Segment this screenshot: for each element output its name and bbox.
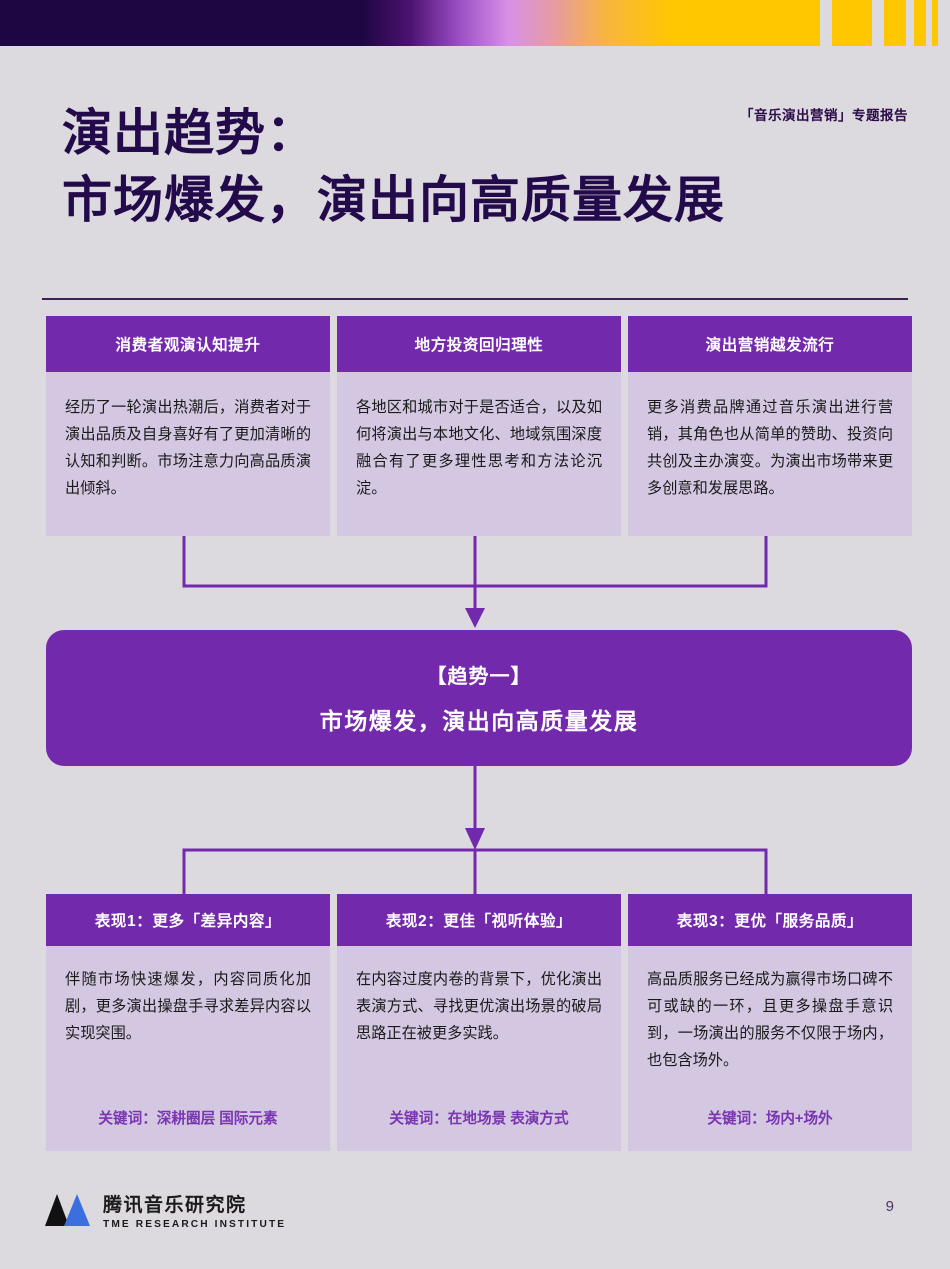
bottom-card-3-body: 高品质服务已经成为赢得市场口碑不可或缺的一环，且更多操盘手意识到，一场演出的服务…	[628, 946, 912, 1151]
top-card-3: 演出营销越发流行 更多消费品牌通过音乐演出进行营销，其角色也从简单的赞助、投资向…	[628, 316, 912, 536]
title-divider	[42, 298, 908, 300]
bottom-card-3: 表现3：更优「服务品质」 高品质服务已经成为赢得市场口碑不可或缺的一环，且更多操…	[628, 894, 912, 1151]
page-title: 演出趋势： 市场爆发，演出向高质量发展	[62, 105, 725, 228]
top-card-3-body: 更多消费品牌通过音乐演出进行营销，其角色也从简单的赞助、投资向共创及主办演变。为…	[628, 372, 912, 536]
footer-logo: 腾讯音乐研究院 TME RESEARCH INSTITUTE	[44, 1190, 286, 1230]
tme-logo-icon	[45, 1194, 90, 1226]
bottom-card-3-text: 高品质服务已经成为赢得市场口碑不可或缺的一环，且更多操盘手意识到，一场演出的服务…	[647, 971, 893, 1070]
gradient-band	[0, 0, 820, 46]
bottom-card-1: 表现1：更多「差异内容」 伴随市场快速爆发，内容同质化加剧，更多演出操盘手寻求差…	[46, 894, 330, 1151]
top-card-2-title: 地方投资回归理性	[337, 316, 621, 372]
page-number: 9	[885, 1198, 894, 1215]
bottom-card-3-keyword: 关键词：场内+场外	[707, 1111, 833, 1128]
trend-label: 【趋势一】	[426, 666, 532, 688]
bottom-card-1-title: 表现1：更多「差异内容」	[46, 894, 330, 946]
trend-highlight-box: 【趋势一】 市场爆发，演出向高质量发展	[46, 630, 912, 766]
logo-text-cn: 腾讯音乐研究院	[103, 1195, 247, 1216]
bottom-card-1-text: 伴随市场快速爆发，内容同质化加剧，更多演出操盘手寻求差异内容以实现突围。	[65, 971, 311, 1043]
top-card-2: 地方投资回归理性 各地区和城市对于是否适合，以及如何将演出与本地文化、地域氛围深…	[337, 316, 621, 536]
top-card-1: 消费者观演认知提升 经历了一轮演出热潮后，消费者对于演出品质及自身喜好有了更加清…	[46, 316, 330, 536]
bottom-card-2-keyword: 关键词：在地场景 表演方式	[389, 1111, 569, 1128]
report-kicker: 「音乐演出营销」专题报告	[740, 108, 908, 123]
accent-stripe-4	[932, 0, 938, 46]
accent-stripe-3	[914, 0, 926, 46]
upper-arrowhead	[465, 608, 485, 628]
bottom-card-2: 表现2：更佳「视听体验」 在内容过度内卷的背景下，优化演出表演方式、寻找更优演出…	[337, 894, 621, 1151]
accent-stripe-1	[832, 0, 872, 46]
bottom-card-1-keyword: 关键词：深耕圈层 国际元素	[98, 1111, 278, 1128]
logo-text-en: TME RESEARCH INSTITUTE	[103, 1219, 287, 1230]
top-gradient-bar	[0, 0, 950, 46]
top-card-1-title: 消费者观演认知提升	[46, 316, 330, 372]
lower-bracket	[182, 848, 768, 894]
trend-text: 市场爆发，演出向高质量发展	[319, 708, 639, 734]
accent-stripe-2	[884, 0, 906, 46]
bottom-card-2-text: 在内容过度内卷的背景下，优化演出表演方式、寻找更优演出场景的破局思路正在被更多实…	[356, 971, 602, 1043]
top-card-1-body: 经历了一轮演出热潮后，消费者对于演出品质及自身喜好有了更加清晰的认知和判断。市场…	[46, 372, 330, 536]
top-card-3-title: 演出营销越发流行	[628, 316, 912, 372]
bottom-card-2-title: 表现2：更佳「视听体验」	[337, 894, 621, 946]
bottom-card-3-title: 表现3：更优「服务品质」	[628, 894, 912, 946]
bottom-card-2-body: 在内容过度内卷的背景下，优化演出表演方式、寻找更优演出场景的破局思路正在被更多实…	[337, 946, 621, 1151]
bottom-card-1-body: 伴随市场快速爆发，内容同质化加剧，更多演出操盘手寻求差异内容以实现突围。 关键词…	[46, 946, 330, 1151]
upper-bracket	[182, 536, 768, 588]
lower-arrowhead	[465, 828, 485, 850]
top-card-2-body: 各地区和城市对于是否适合，以及如何将演出与本地文化、地域氛围深度融合有了更多理性…	[337, 372, 621, 536]
